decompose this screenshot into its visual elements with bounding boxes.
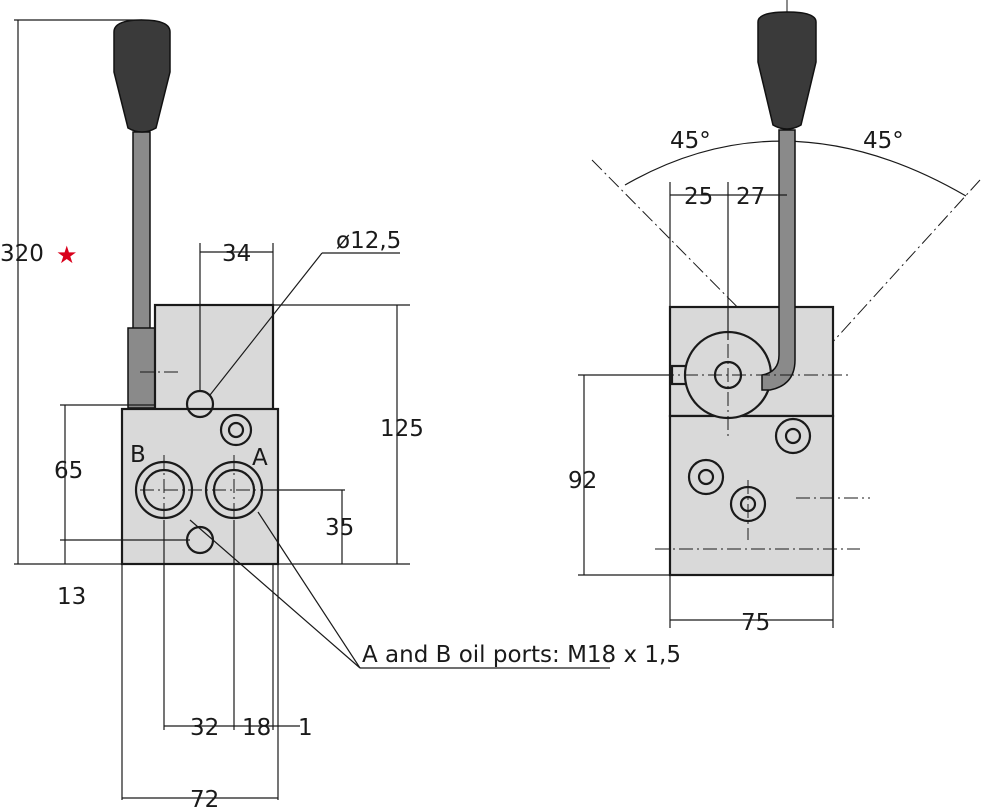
left-hole-mid-outer bbox=[219, 413, 253, 447]
dim-32-label: 32 bbox=[190, 715, 219, 741]
dim-75-label: 75 bbox=[741, 610, 770, 636]
right-knob bbox=[757, 11, 817, 130]
height-star-icon: ★ bbox=[56, 241, 78, 269]
left-lever-base bbox=[127, 327, 156, 409]
angle-right-label: 45° bbox=[863, 128, 904, 154]
dim-18-label: 18 bbox=[242, 715, 271, 741]
hole-diameter-label: ø12,5 bbox=[336, 228, 401, 254]
dim-35-label: 35 bbox=[325, 515, 354, 541]
port-b-label: B bbox=[130, 442, 146, 468]
right-hole-1-outer bbox=[774, 417, 812, 455]
dim-125-label: 125 bbox=[380, 416, 424, 442]
dim-92-label: 92 bbox=[568, 468, 597, 494]
left-hole-mid-inner bbox=[227, 421, 245, 439]
right-hole-2-inner bbox=[697, 468, 715, 486]
right-view: 45° 45° 25 27 92 75 bbox=[568, 0, 981, 636]
dim-25-label: 25 bbox=[684, 184, 713, 210]
left-lower-body bbox=[120, 407, 280, 566]
angle-left-label: 45° bbox=[670, 128, 711, 154]
overall-height-label: 320 bbox=[0, 241, 44, 267]
dim-1-label: 1 bbox=[298, 715, 313, 741]
right-hole-2-outer bbox=[687, 458, 725, 496]
dim-13-label: 13 bbox=[57, 584, 86, 610]
dim-27-label: 27 bbox=[736, 184, 765, 210]
left-upper-body bbox=[153, 303, 275, 413]
dim-72-label: 72 bbox=[190, 787, 219, 809]
port-a-label: A bbox=[252, 445, 268, 471]
left-hole-top bbox=[185, 389, 215, 419]
oil-ports-note: A and B oil ports: M18 x 1,5 bbox=[362, 642, 681, 668]
dim-65-label: 65 bbox=[54, 458, 83, 484]
dim-34-label: 34 bbox=[222, 241, 251, 267]
left-knob bbox=[113, 19, 171, 133]
right-hole-1-inner bbox=[784, 427, 802, 445]
left-view: 320 ★ 34 ø12,5 125 65 13 35 B A 32 18 1 … bbox=[0, 19, 610, 809]
